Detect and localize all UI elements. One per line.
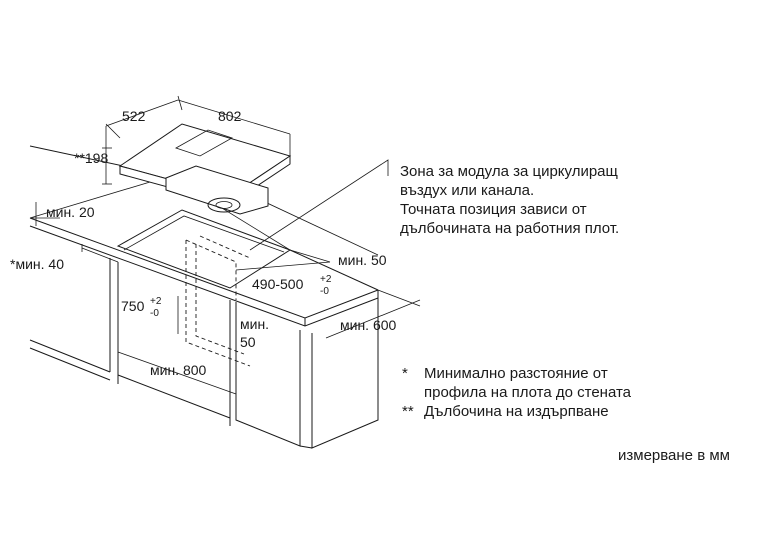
- footnote-row: ** Дълбочина на издърпване: [402, 402, 631, 421]
- dim-198: **198: [74, 150, 108, 166]
- dim-min600: мин. 600: [340, 317, 397, 333]
- footnote-text: профила на плота до стената: [424, 384, 631, 401]
- dim-min800: мин. 800: [150, 362, 207, 378]
- footnote-row: * Минимално разстояние от: [402, 364, 631, 383]
- footnote-text: Минимално разстояние от: [424, 365, 608, 382]
- dimension-lines: [30, 95, 421, 395]
- dim-min40: *мин. 40: [10, 256, 64, 272]
- zone-note-line: дълбочината на работния плот.: [400, 220, 620, 237]
- dim-490-tol-plus: +2: [320, 274, 332, 285]
- dim-min50-inner-line1: мин.: [240, 316, 269, 332]
- dim-min20: мин. 20: [46, 204, 95, 220]
- module-zone-outline: [185, 235, 251, 367]
- footnote-text: Дълбочина на издърпване: [424, 403, 609, 420]
- footnote-mark: *: [402, 365, 408, 382]
- zone-note-line: Зона за модула за циркулиращ: [400, 163, 618, 180]
- dim-490-tol-minus: -0: [320, 286, 329, 297]
- dim-min50-inner-line2: 50: [240, 334, 256, 350]
- zone-note-line: Точната позиция зависи от: [400, 201, 587, 218]
- footnote-row: профила на плота до стената: [402, 383, 631, 402]
- dim-490-500: 490-500: [252, 276, 304, 292]
- footnote-mark: [402, 383, 424, 402]
- dim-522: 522: [122, 108, 146, 124]
- dim-min50-right: мин. 50: [338, 252, 387, 268]
- zone-note-line: въздух или канала.: [400, 182, 535, 199]
- footnotes: * Минимално разстояние от профила на пло…: [402, 364, 631, 421]
- dim-802: 802: [218, 108, 242, 124]
- dim-750-tol-minus: -0: [150, 308, 159, 319]
- dim-750-tol-plus: +2: [150, 296, 162, 307]
- footnote-mark: **: [402, 403, 414, 420]
- dim-750: 750: [121, 298, 145, 314]
- zone-note: Зона за модула за циркулиращ въздух или …: [400, 162, 619, 238]
- cooktop: [118, 123, 292, 215]
- units-note: измерване в мм: [618, 447, 730, 464]
